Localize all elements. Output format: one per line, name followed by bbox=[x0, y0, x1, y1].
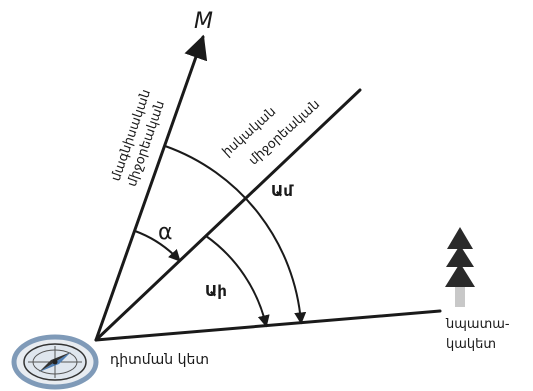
true-meridian-label: իսկական միջօրեական bbox=[220, 97, 323, 168]
compass-icon bbox=[11, 334, 99, 390]
alpha-label: α bbox=[158, 220, 173, 245]
target-label-line1: նպատա- bbox=[445, 317, 510, 332]
observation-point-label: դիտման կետ bbox=[110, 352, 209, 368]
azimuth-magnetic-label: Ամ bbox=[271, 182, 294, 200]
azimuth-true-label: Աի bbox=[205, 282, 227, 300]
magnetic-meridian-label: մագնիսական միջօրեական bbox=[109, 88, 169, 189]
azimuth-magnetic-arc bbox=[164, 145, 307, 325]
target-label-line2: կակետ bbox=[446, 337, 496, 352]
angle-alpha-arc bbox=[134, 230, 181, 262]
target-line bbox=[94, 309, 442, 342]
true-meridian-line bbox=[94, 88, 362, 342]
azimuth-true-arc bbox=[205, 235, 270, 328]
north-letter: M bbox=[194, 9, 213, 34]
magnetic-meridian-line bbox=[94, 34, 208, 342]
tree-icon bbox=[445, 227, 475, 307]
